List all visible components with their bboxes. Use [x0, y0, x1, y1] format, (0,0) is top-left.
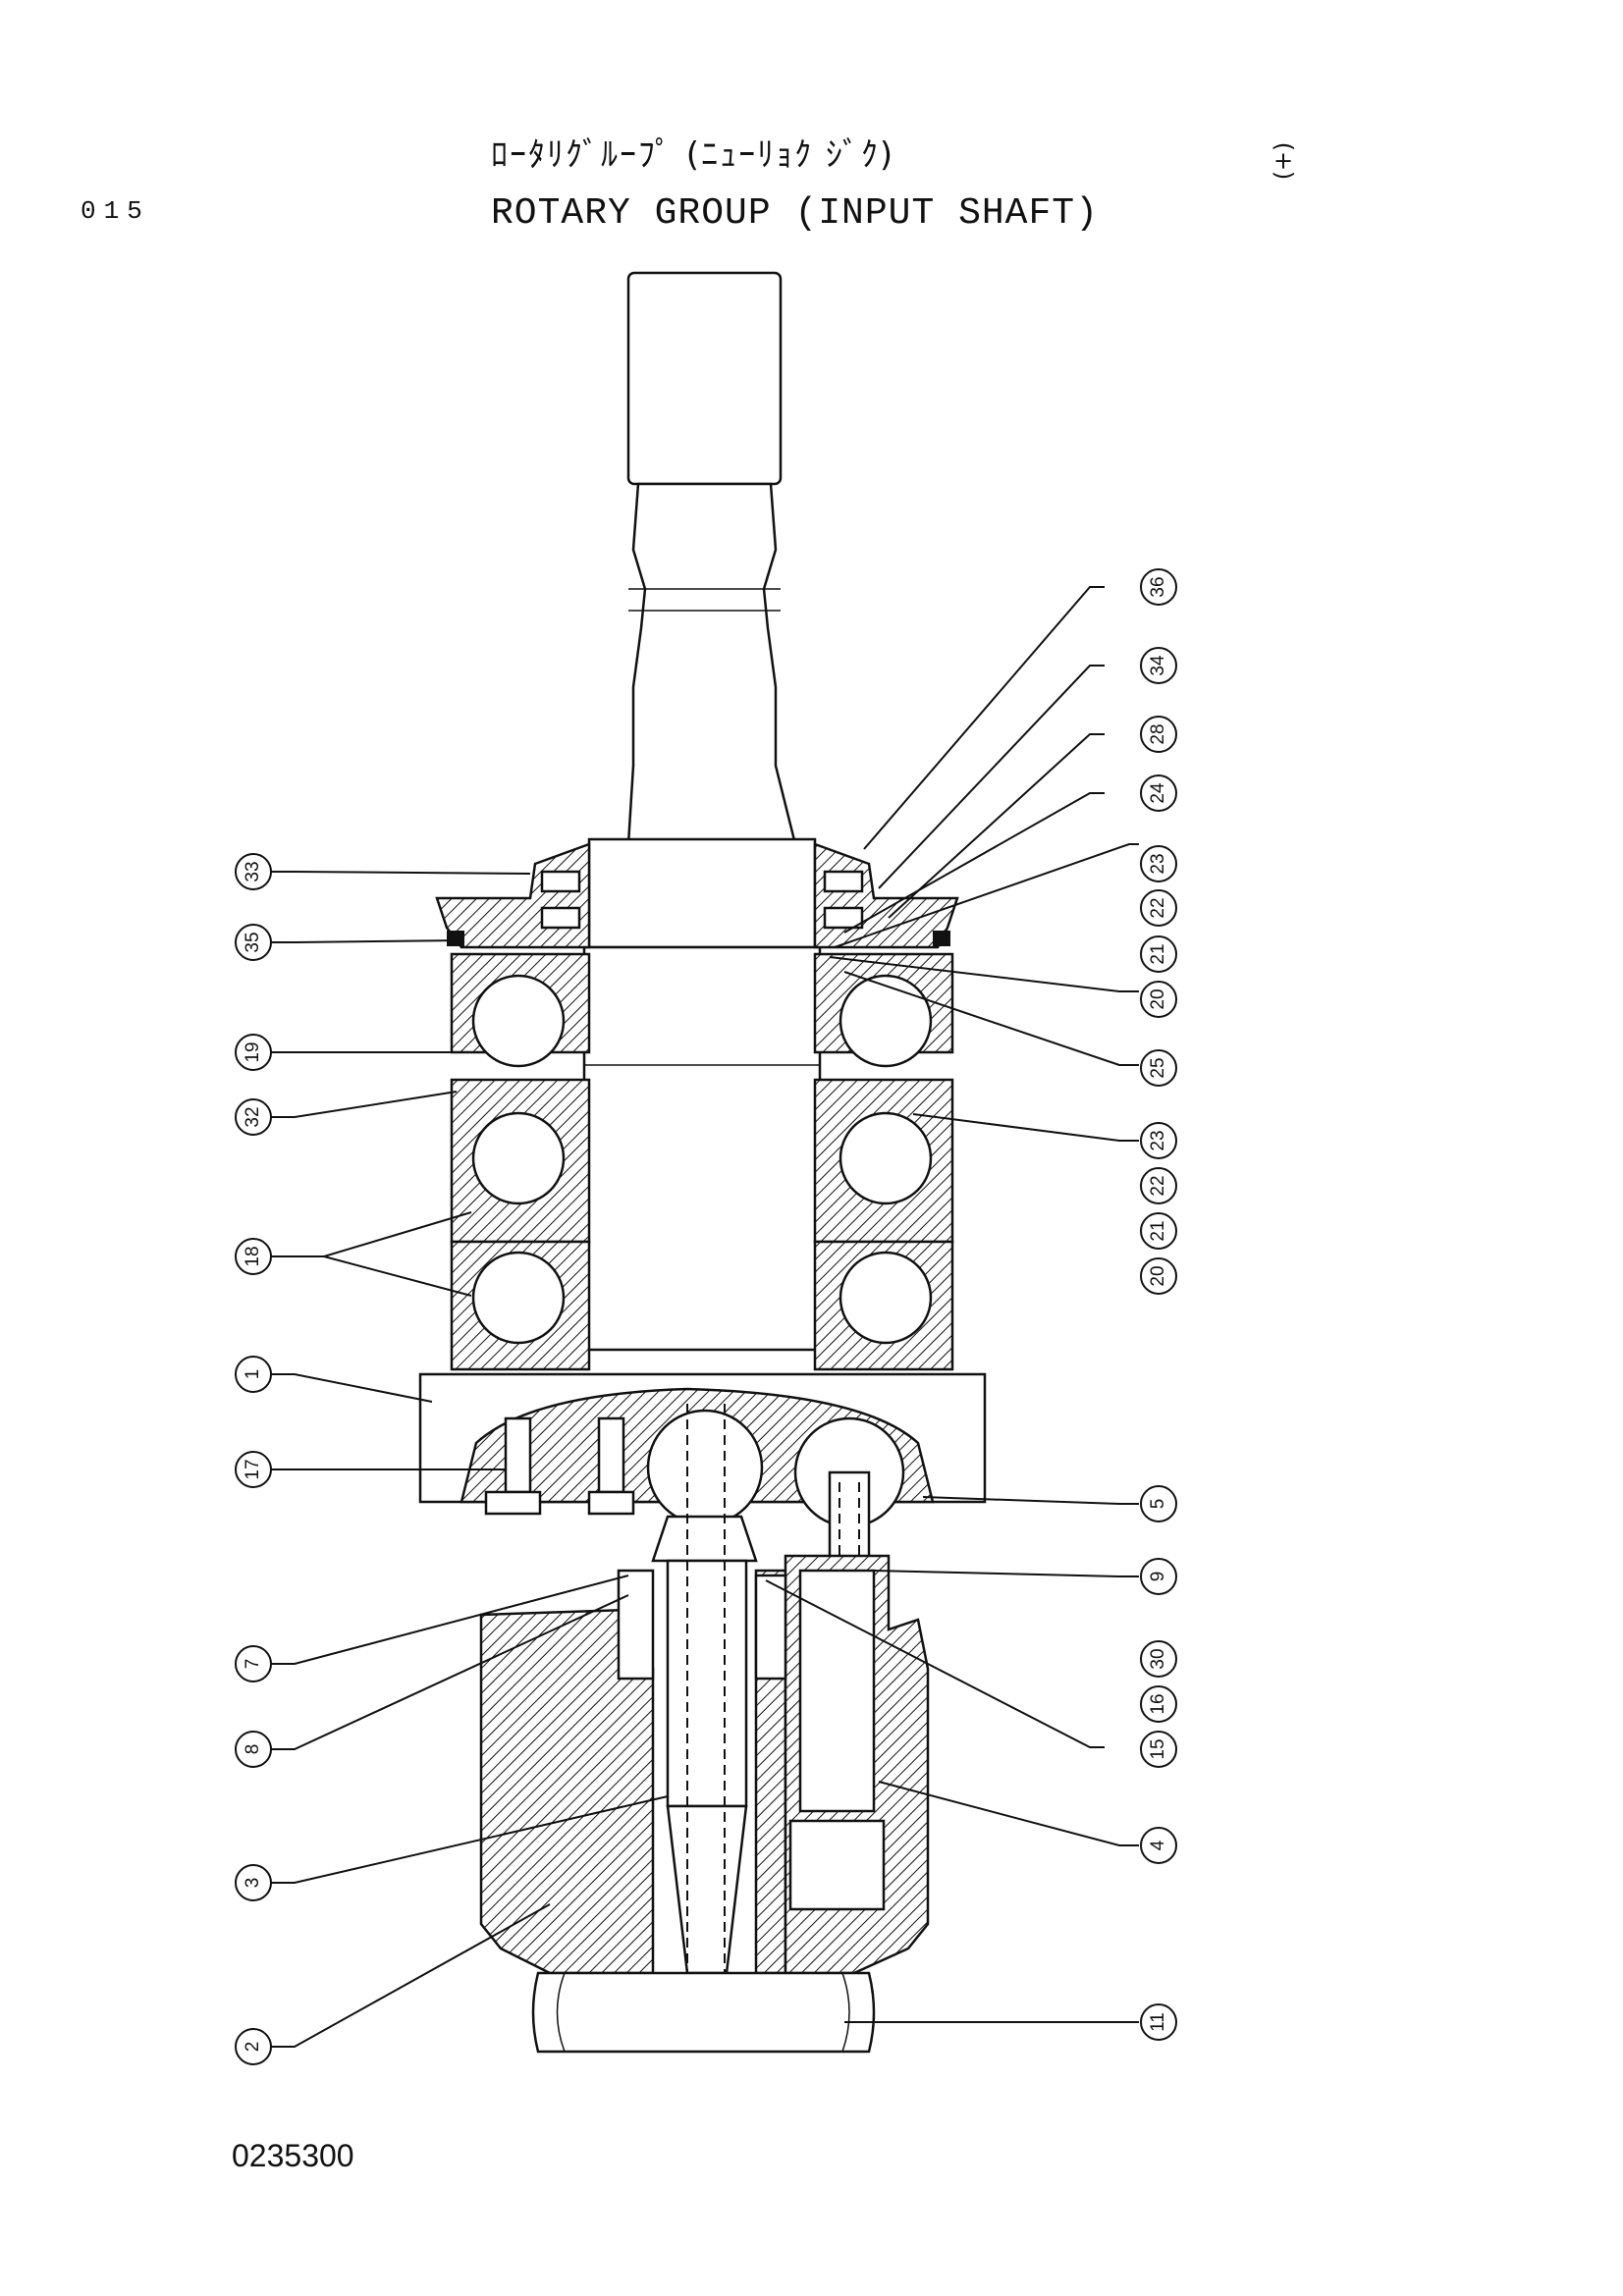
callout-35: 35: [235, 924, 272, 961]
valve-plate: [531, 1971, 876, 2054]
seal-cover: [435, 842, 959, 949]
callout-24: 24: [1140, 774, 1177, 812]
callout-19: 19: [235, 1034, 272, 1071]
title-japanese: ﾛｰﾀﾘｸﾞﾙｰﾌﾟ (ﾆｭｰﾘｮｸ ｼﾞｸ): [491, 135, 895, 175]
leader-lines: [270, 586, 1139, 2048]
bearing-middle: [450, 1078, 954, 1244]
callout-16: 16: [1140, 1685, 1177, 1723]
page-number: 015: [81, 196, 150, 226]
callout-22: 22: [1140, 1167, 1177, 1204]
callout-21: 21: [1140, 935, 1177, 973]
callout-3: 3: [235, 1864, 272, 1901]
callout-11: 11: [1140, 2003, 1177, 2041]
callout-23: 23: [1140, 845, 1177, 882]
bearing-upper: [450, 952, 954, 1068]
callout-9: 9: [1140, 1558, 1177, 1595]
callout-21: 21: [1140, 1212, 1177, 1250]
callout-17: 17: [235, 1451, 272, 1488]
callout-4: 4: [1140, 1827, 1177, 1864]
callout-7: 7: [235, 1645, 272, 1682]
callout-1: 1: [235, 1356, 272, 1393]
cylinder-block: [479, 1554, 930, 1975]
callout-15: 15: [1140, 1731, 1177, 1768]
callout-18: 18: [235, 1238, 272, 1275]
callout-30: 30: [1140, 1640, 1177, 1678]
callout-5: 5: [1140, 1485, 1177, 1522]
title-english: ROTARY GROUP (INPUT SHAFT): [491, 192, 1099, 235]
callout-25: 25: [1140, 1049, 1177, 1087]
callout-20: 20: [1140, 981, 1177, 1018]
callout-28: 28: [1140, 716, 1177, 753]
callout-32: 32: [235, 1098, 272, 1136]
callout-2: 2: [235, 2028, 272, 2065]
input-shaft: [582, 271, 822, 1352]
drawing-code: 0235300: [232, 2138, 354, 2173]
callout-8: 8: [235, 1731, 272, 1768]
bearing-lower: [450, 1240, 954, 1371]
center-pin: [666, 1404, 748, 2032]
callout-23: 23: [1140, 1122, 1177, 1159]
callout-36: 36: [1140, 568, 1177, 606]
callout-22: 22: [1140, 889, 1177, 927]
callout-34: 34: [1140, 647, 1177, 684]
callout-20: 20: [1140, 1257, 1177, 1295]
callout-33: 33: [235, 853, 272, 890]
